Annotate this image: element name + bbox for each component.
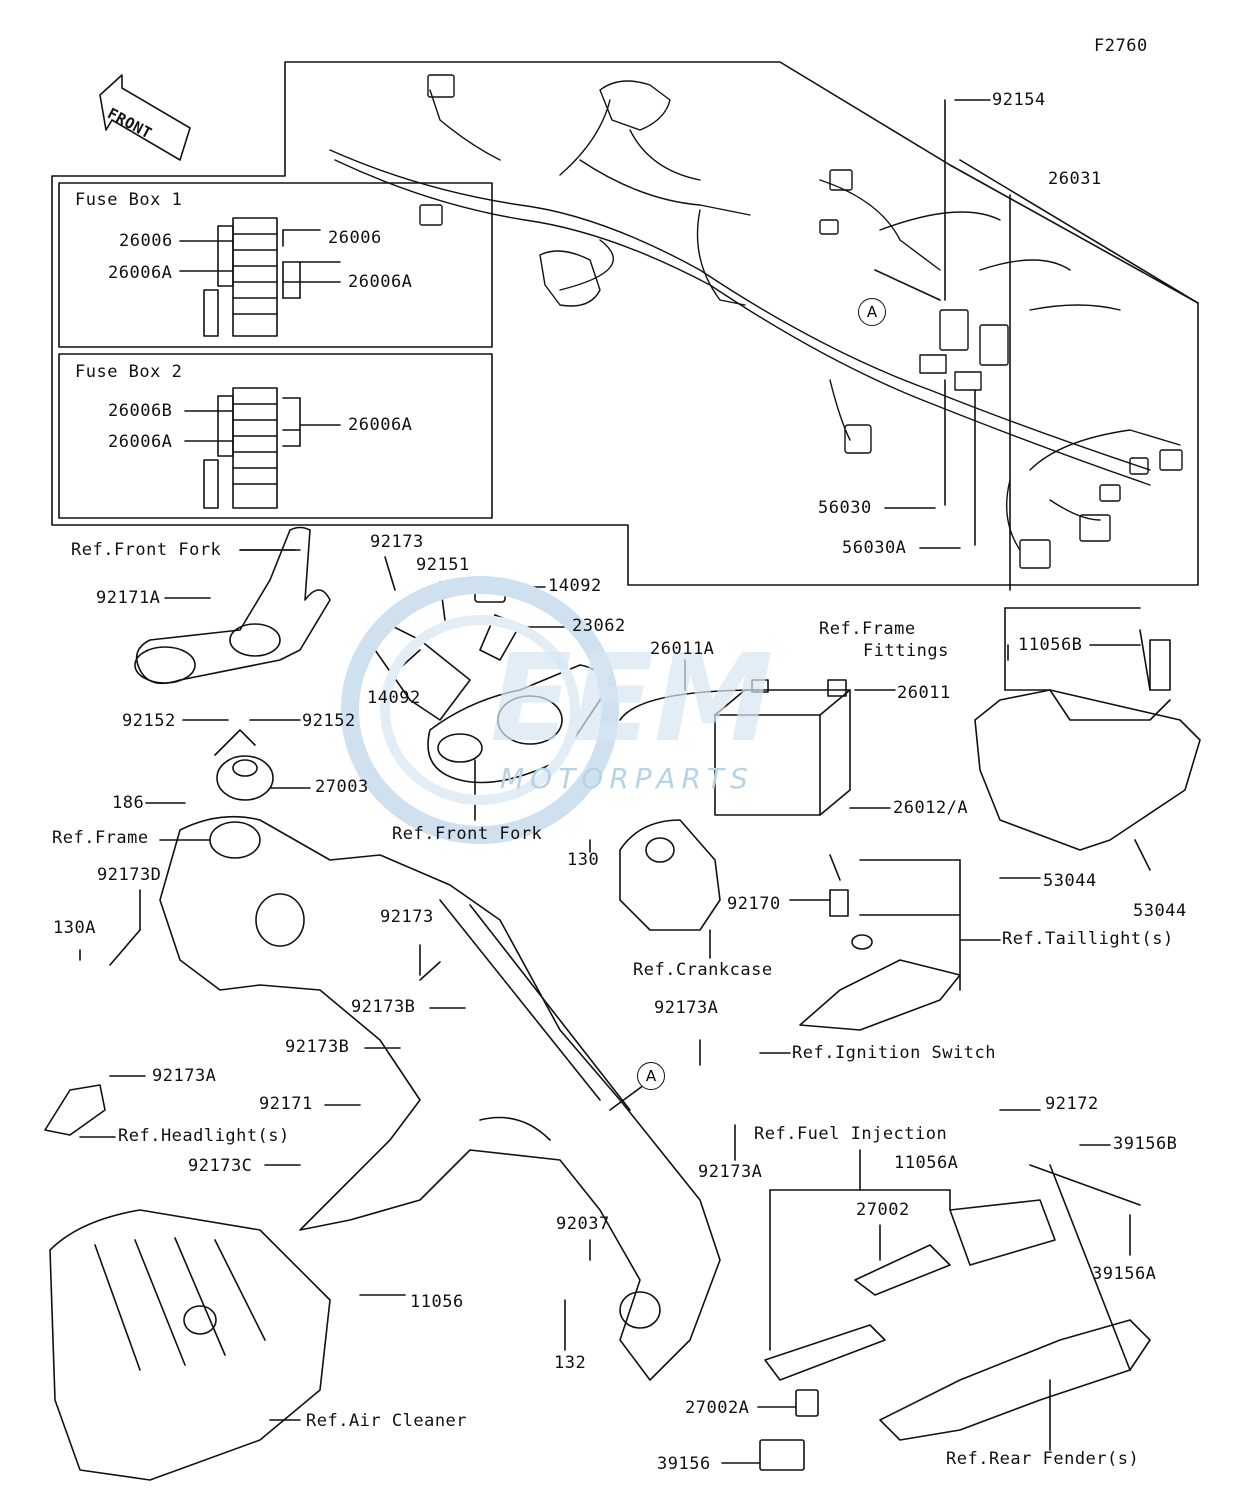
front-arrow-outline [99,74,191,161]
fuse-box-1-label-left-2: 26006A [108,263,173,283]
ref-ignition-switch: Ref.Ignition Switch [792,1043,996,1063]
fuse-box-2-label-left-1: 26006B [108,401,173,421]
part-53044-mid: 53044 [1043,871,1097,891]
fuse-box-1-panel [58,182,493,348]
fuse-box-2-label-right: 26006A [348,415,413,435]
taillight-bracket [799,854,961,1031]
ecu-unit-lower [764,1324,886,1381]
ref-air-cleaner: Ref.Air Cleaner [306,1411,468,1431]
main-frame [159,815,721,1381]
part-92173A-mid: 92173A [654,998,719,1018]
figure-code: F2760 [1094,36,1148,56]
ecu-unit-upper [854,1244,951,1296]
main-wiring-harness [329,74,1183,569]
part-92172: 92172 [1045,1094,1099,1114]
ref-frame-fittings-1: Ref.Frame [819,619,916,639]
part-92173C: 92173C [188,1156,253,1176]
part-14092-left: 14092 [367,688,421,708]
relay-39156 [759,1439,805,1471]
part-26011: 26011 [897,683,951,703]
part-56030: 56030 [818,498,872,518]
callout-a-upper: A [858,298,886,326]
part-92037: 92037 [556,1214,610,1234]
ignition-switch-assembly [374,579,604,784]
part-130: 130 [567,850,600,870]
fuse-box-2-title: Fuse Box 2 [75,362,183,382]
ref-headlight: Ref.Headlight(s) [118,1126,290,1146]
headlight-bracket [44,1084,106,1136]
part-92151: 92151 [416,555,470,575]
part-27003: 27003 [315,777,369,797]
harness-frame-outline [51,61,1199,586]
part-92171A: 92171A [96,588,161,608]
part-92173B-1: 92173B [351,997,416,1017]
part-23062: 23062 [572,616,626,636]
crankcase-piece [619,819,721,931]
ref-taillight: Ref.Taillight(s) [1002,929,1174,949]
part-27002A: 27002A [685,1398,750,1418]
watermark-text: MOTORPARTS [500,762,754,795]
fuse-box-1-label-right-1: 26006 [328,228,382,248]
ref-front-fork-top: Ref.Front Fork [71,540,222,560]
battery-tray [974,629,1201,851]
part-53044-right: 53044 [1133,901,1187,921]
part-27002: 27002 [856,1200,910,1220]
part-56030A: 56030A [842,538,907,558]
fuse-box-1-label-left-1: 26006 [119,231,173,251]
part-26012A: 26012/A [893,798,969,818]
part-92173B-2: 92173B [285,1037,350,1057]
part-92171: 92171 [259,1094,313,1114]
horn [214,729,274,801]
ref-rear-fender: Ref.Rear Fender(s) [946,1449,1140,1469]
fuse-box-1-label-right-2: 26006A [348,272,413,292]
part-39156A: 39156A [1092,1264,1157,1284]
part-130A: 130A [53,918,96,938]
ref-crankcase: Ref.Crankcase [633,960,773,980]
ref-frame: Ref.Frame [52,828,149,848]
part-11056A: 11056A [894,1153,959,1173]
part-11056B: 11056B [1018,635,1083,655]
fuse-box-2-label-left-2: 26006A [108,432,173,452]
part-132: 132 [554,1353,587,1373]
ref-frame-fittings-2: Fittings [863,641,949,661]
rear-fender [879,1199,1151,1441]
fuse-box-1-block [179,217,341,337]
part-92173D: 92173D [97,865,162,885]
air-cleaner-box [49,1209,331,1481]
fuse-box-2-block [184,387,341,509]
part-92154: 92154 [992,90,1046,110]
part-26011A: 26011A [650,639,715,659]
part-26031: 26031 [1048,169,1102,189]
part-14092-top: 14092 [548,576,602,596]
part-186: 186 [112,793,145,813]
part-92173-top: 92173 [370,532,424,552]
part-92173A-left: 92173A [152,1066,217,1086]
part-92152-right: 92152 [302,711,356,731]
part-11056: 11056 [410,1292,464,1312]
part-39156B: 39156B [1113,1134,1178,1154]
relay-27002A [795,1389,819,1417]
ref-fuel-injection: Ref.Fuel Injection [754,1124,948,1144]
part-39156: 39156 [657,1454,711,1474]
part-92152-left: 92152 [122,711,176,731]
ref-front-fork-mid: Ref.Front Fork [392,824,543,844]
callout-a-lower: A [637,1062,665,1090]
fuse-box-2-panel [58,353,493,519]
fuse-box-1-title: Fuse Box 1 [75,190,183,210]
part-92173-mid: 92173 [380,907,434,927]
battery [619,679,851,816]
part-92170: 92170 [727,894,781,914]
part-92173A-low: 92173A [698,1162,763,1182]
